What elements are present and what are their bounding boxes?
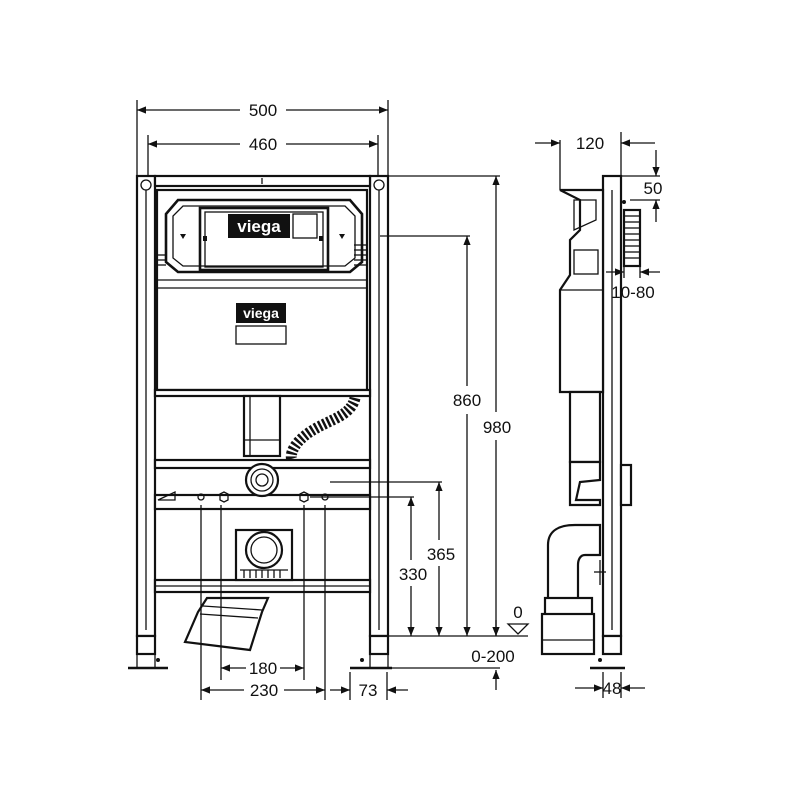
dim-profile-48: 48 [603, 679, 622, 698]
side-foot [590, 634, 625, 670]
frame-right-post [368, 174, 390, 638]
dim-foot-73: 73 [359, 681, 378, 700]
dim-height-330: 330 [399, 565, 427, 584]
dim-spacing-180: 180 [249, 659, 277, 678]
dim-inner-width: 460 [249, 135, 277, 154]
foot-left [128, 634, 168, 670]
dimension-lines [136, 100, 660, 700]
logo-plate [236, 303, 286, 323]
dim-depth: 120 [576, 134, 604, 153]
dim-height-980: 980 [483, 418, 511, 437]
side-flush-pipe [568, 390, 633, 507]
cistern: viega viega [155, 188, 369, 392]
side-fitting [622, 208, 642, 268]
dimension-labels: 500 460 120 50 10-80 860 980 365 330 0 0… [249, 101, 663, 700]
drain-bracket [234, 528, 294, 582]
dim-spacing-230: 230 [250, 681, 278, 700]
dim-height-365: 365 [427, 545, 455, 564]
logo-top [228, 214, 290, 238]
foot-right [350, 634, 392, 670]
drain-pipe [183, 596, 270, 652]
logo-plate-text: viega [243, 305, 279, 321]
water-connection [244, 462, 280, 498]
dim-fitting-range: 10-80 [611, 283, 654, 302]
dim-floor-range: 0-200 [471, 647, 514, 666]
dim-floor-level: 0 [513, 603, 522, 622]
logo-top-text: viega [237, 217, 281, 236]
flush-pipe [242, 394, 282, 458]
frame-left-post [135, 174, 157, 638]
dim-frame-width: 500 [249, 101, 277, 120]
front-view: viega viega [128, 174, 392, 670]
side-drain-elbow [540, 523, 606, 656]
dim-height-860: 860 [453, 391, 481, 410]
side-cistern [558, 188, 605, 394]
corrugated-hose [285, 396, 361, 463]
side-view [540, 174, 642, 670]
dim-top-offset: 50 [644, 179, 663, 198]
